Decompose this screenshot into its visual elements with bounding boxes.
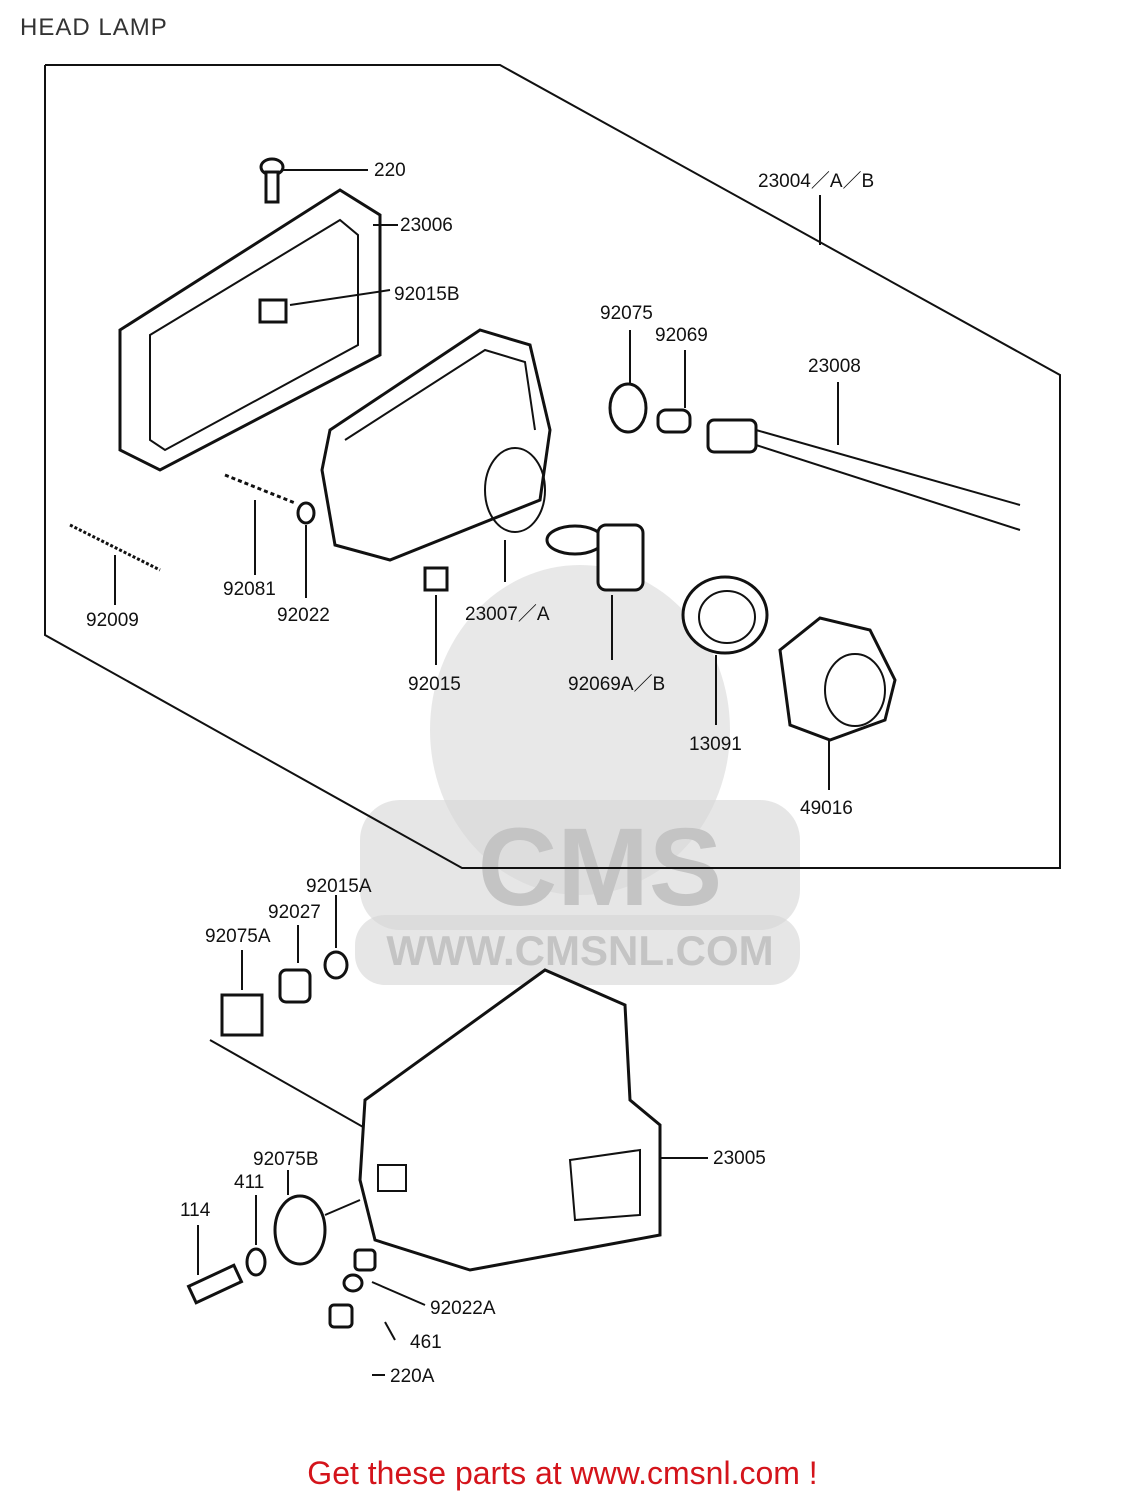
- label-114: 114: [180, 1200, 211, 1221]
- label-23004: 23004／A／B: [758, 170, 874, 192]
- label-92015: 92015: [408, 674, 461, 695]
- diagram-title: HEAD LAMP: [20, 14, 168, 41]
- bottom-fasteners: [186, 1170, 426, 1376]
- footer-link-text[interactable]: Get these parts at www.cmsnl.com !: [307, 1455, 818, 1491]
- label-13091: 13091: [689, 734, 742, 755]
- label-92075: 92075: [600, 303, 653, 324]
- label-92022A: 92022A: [430, 1298, 496, 1319]
- label-92069: 92069: [655, 325, 708, 346]
- label-92075A: 92075A: [205, 926, 271, 947]
- label-23008: 23008: [808, 356, 861, 377]
- watermark-url: WWW.CMSNL.COM: [386, 927, 773, 974]
- headlight-unit-23007: [320, 328, 552, 582]
- label-461: 461: [410, 1332, 442, 1353]
- label-92015B: 92015B: [394, 284, 460, 305]
- housing-23005: [358, 968, 708, 1272]
- adjuster-parts: [69, 473, 316, 605]
- label-220: 220: [374, 160, 406, 181]
- label-92075B: 92075B: [253, 1149, 319, 1170]
- part-labels: 220 23006 92015B 23004／A／B 92075 92069 2…: [86, 160, 874, 1387]
- label-23006: 23006: [400, 215, 453, 236]
- label-92015A: 92015A: [306, 876, 372, 897]
- label-92022: 92022: [277, 605, 330, 626]
- screw-220: [259, 157, 368, 204]
- label-92081: 92081: [223, 579, 276, 600]
- label-92069AB: 92069A／B: [568, 673, 665, 695]
- label-92027: 92027: [268, 902, 321, 923]
- label-23005: 23005: [713, 1148, 766, 1169]
- label-220A: 220A: [390, 1366, 435, 1387]
- cap-49016: [778, 616, 897, 790]
- bulb-92069AB: [545, 523, 645, 660]
- socket-parts: [608, 330, 1021, 531]
- nut-92015: [423, 566, 449, 665]
- label-411: 411: [234, 1172, 264, 1193]
- ring-13091: [681, 575, 769, 725]
- assembly-outline: [44, 64, 1061, 869]
- nut-92015B: [258, 289, 391, 324]
- label-49016: 49016: [800, 798, 853, 819]
- watermark: CMS WWW.CMSNL.COM: [355, 565, 800, 985]
- label-92009: 92009: [86, 610, 139, 631]
- rim-frame-23006: [118, 188, 398, 472]
- label-23007: 23007／A: [465, 603, 550, 625]
